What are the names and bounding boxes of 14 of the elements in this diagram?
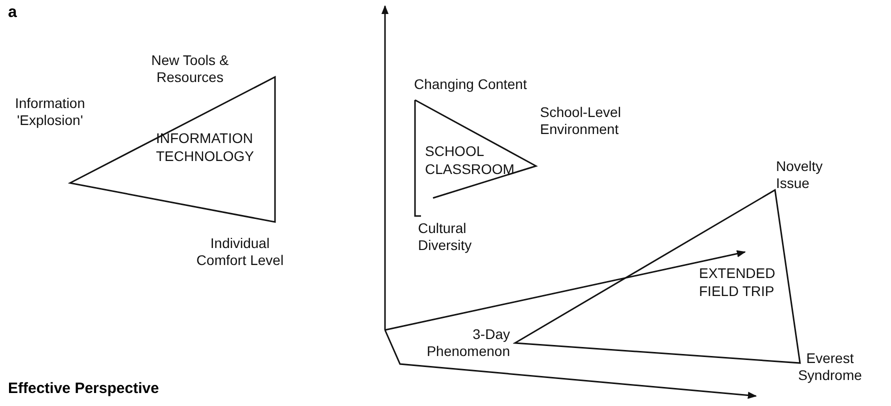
triangle-label: SCHOOL CLASSROOM xyxy=(425,142,516,178)
triangle-label: INFORMATION TECHNOLOGY xyxy=(156,129,256,165)
vertex-label: Novelty Issue xyxy=(776,158,824,192)
vertex-label: Changing Content xyxy=(414,76,528,93)
vertex-label: New Tools & Resources xyxy=(150,52,230,86)
caption: Effective Perspective xyxy=(8,380,159,397)
vertex-label: Cultural Diversity xyxy=(418,220,473,254)
vertex-label: Information 'Explosion' xyxy=(14,95,86,129)
vertex-label: Individual Comfort Level xyxy=(195,235,285,269)
panel-letter: a xyxy=(8,4,17,22)
triangle-label: EXTENDED FIELD TRIP xyxy=(699,264,776,300)
vertex-label: School-Level Environment xyxy=(540,104,622,138)
vertex-label: 3-Day Phenomenon xyxy=(426,326,510,360)
vertex-label: Everest Syndrome xyxy=(797,350,863,384)
